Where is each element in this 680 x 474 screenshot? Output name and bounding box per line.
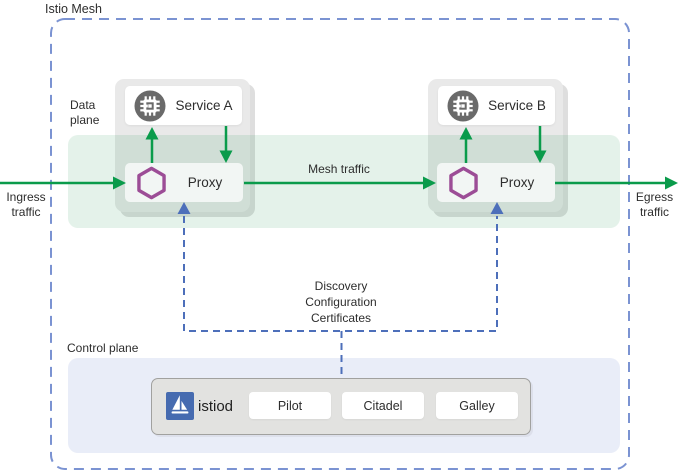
ingress-traffic-label: Ingress traffic [6,190,46,219]
proxy-b-box: Proxy [437,163,555,202]
istiod-box: istiod Pilot Citadel Galley [151,378,531,435]
proxy-b-label: Proxy [499,175,535,190]
egress-traffic-label: Egress traffic [635,190,674,219]
data-plane-label: Data plane [70,98,100,127]
service-a-label: Service A [175,98,233,113]
component-galley: Galley [436,392,518,419]
chip-icon [447,90,479,122]
discovery-configuration-certificates-label: Discovery Configuration Certificates [305,279,377,325]
hexagon-icon [136,166,167,200]
istiod-label: istiod [198,397,234,415]
sailboat-icon [166,392,194,420]
chip-icon [134,90,166,122]
service-b-box: Service B [438,86,555,125]
proxy-a-box: Proxy [125,163,243,202]
istio-mesh-title: Istio Mesh [45,2,102,16]
service-a-box: Service A [125,86,242,125]
component-pilot: Pilot [249,392,331,419]
proxy-a-label: Proxy [187,175,223,190]
component-citadel: Citadel [342,392,424,419]
control-plane-label: Control plane [67,341,139,355]
hexagon-icon [448,166,479,200]
egress-arrowhead [665,176,678,190]
service-b-label: Service B [488,98,546,113]
mesh-traffic-label: Mesh traffic [308,162,370,176]
